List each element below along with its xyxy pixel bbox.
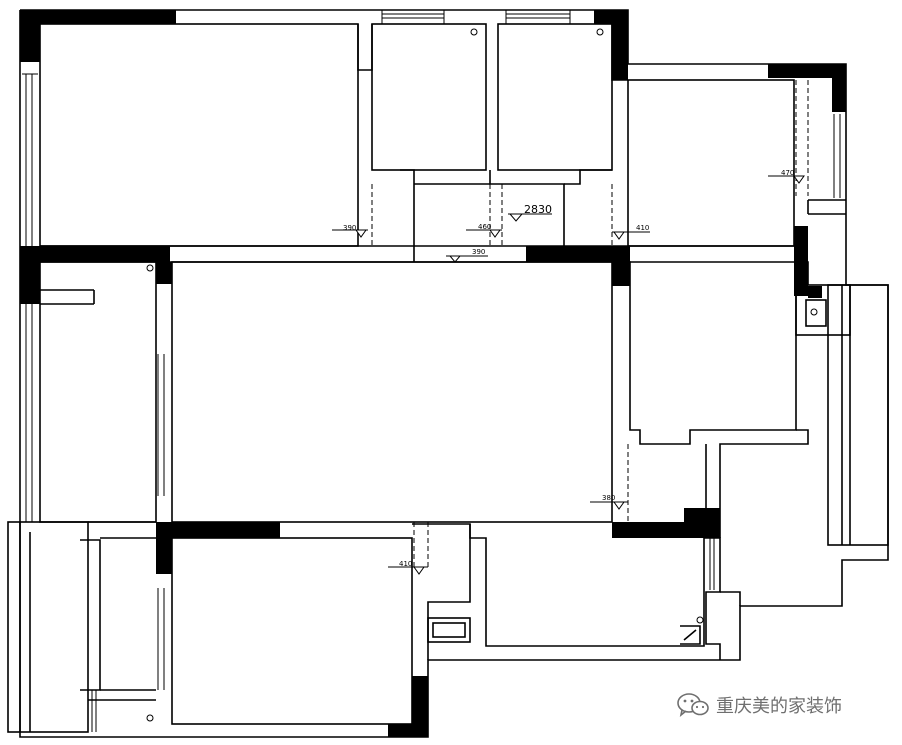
wall-block [20,10,176,24]
windows [22,10,841,732]
dim-triangle [355,229,367,238]
wall-block [612,10,628,80]
wall-block [20,246,40,304]
wall-block [526,246,630,262]
dim-triangle [413,566,425,575]
wall-block [156,522,172,574]
dimension-labels: 2830 390 460 390 410 470 380 410 [343,169,794,568]
dimension-label-380: 380 [602,494,615,502]
wall-block [388,724,428,737]
dimension-label-390: 390 [472,248,485,256]
marker-circle [696,616,704,624]
wall-block [156,262,172,284]
wall-block [808,286,822,298]
wall-block [768,64,846,78]
marker-circle [470,28,478,36]
dim-triangle [448,255,462,263]
dim-triangle [793,175,805,184]
plan-outlines [7,9,889,738]
dimension-label-410: 410 [636,224,649,232]
plan-markers [146,28,818,722]
dim-triangle [613,231,625,240]
dimension-label-390: 390 [343,224,356,232]
wall-block [794,226,808,296]
wall-block [612,246,630,286]
marker-circle [810,308,818,316]
watermark-text: 重庆美的家装饰 [716,696,842,717]
dimension-guides [357,80,809,570]
dimension-label-460: 460 [478,223,491,231]
marker-circle [146,714,154,722]
wall-block [412,676,428,737]
watermark: 重庆美的家装饰 [676,690,842,720]
marker-circle [146,264,154,272]
dim-triangle [489,229,501,238]
wechat-icon [677,693,709,717]
dimension-marks [332,175,805,575]
marker-circle [596,28,604,36]
dimension-label-2830: 2830 [524,203,552,216]
dimension-label-470: 470 [781,169,794,177]
wall-block [20,10,40,62]
dim-triangle [508,213,524,222]
wall-block [156,522,280,538]
dim-triangle [613,501,625,510]
wall-block [20,246,170,262]
wall-block [684,508,720,538]
wall-blocks [20,10,846,737]
wall-block [832,64,846,112]
dimension-label-410: 410 [399,560,412,568]
